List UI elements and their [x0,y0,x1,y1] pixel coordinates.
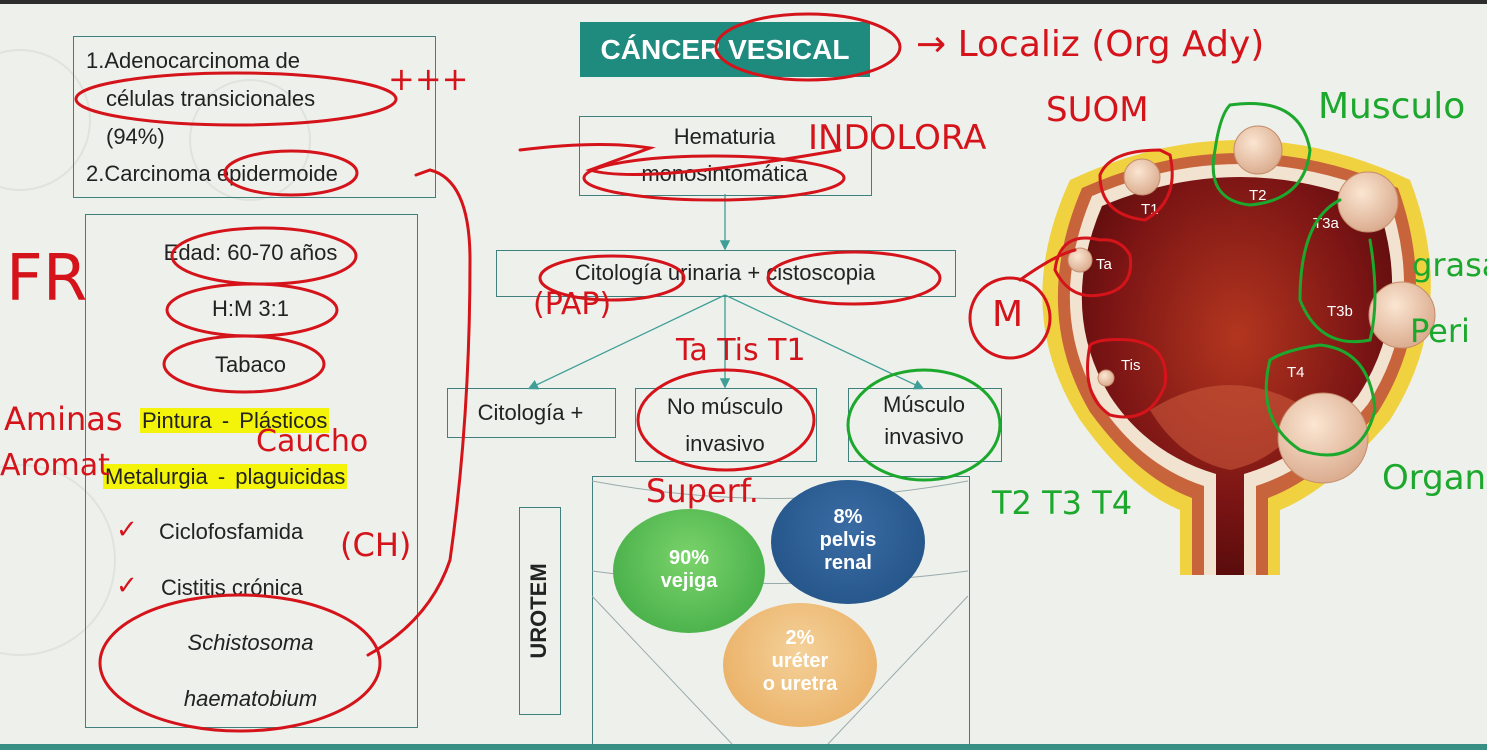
pelvis-bubble: 8% pelvis renal [771,480,925,604]
types-line-4: 2.Carcinoma epidermoide [86,161,338,186]
risk-metal-pesticides: Metalurgia - plaguicidas [103,464,348,490]
risk-pesticides: plaguicidas [233,464,348,489]
vejiga-label: vejiga [660,570,718,592]
types-line-3: (94%) [106,124,165,149]
annotation-pap: (PAP) [533,287,612,322]
stage-label-t3b: T3b [1327,303,1353,320]
stage-label-t4: T4 [1287,364,1305,381]
vejiga-pct: 90% [668,547,710,569]
non-muscle-line-2: invasivo [685,431,765,456]
types-box [73,36,436,198]
stage-label-t2: T2 [1249,187,1267,204]
annotation-musculo: Musculo [1318,86,1466,127]
stage-label-tis: Tis [1121,357,1141,374]
muscle-line-1: Músculo [883,392,965,417]
annotation-organ: Organ [1382,458,1487,498]
risk-paint: Pintura [140,408,214,433]
cytology-text: Citología urinaria + cistoscopia [574,260,876,285]
urotem-label-box [519,507,561,715]
pelvis-pct: 8% [833,506,863,528]
risk-schistosoma-1: Schistosoma [187,630,314,655]
annotation-grasa: grasa [1412,246,1487,284]
annotation-superficial: Superf. [646,472,759,510]
annotation-caucho: Caucho [256,424,369,459]
bottom-border [0,744,1487,750]
risk-dash-1: - [213,408,238,433]
cytology-positive-text: Citología + [477,400,584,425]
annotation-fr: FR [6,242,88,316]
risk-factors-box [85,214,418,728]
ureter-label-1: uréter [771,650,829,672]
non-muscle-line-1: No músculo [666,394,784,419]
risk-schistosoma-2: haematobium [183,686,318,711]
bladder-illustration [1042,125,1436,575]
risk-plastics: Plásticos [237,408,330,433]
risk-ratio: H:M 3:1 [211,296,290,321]
risk-paint-plastics: Pintura - Plásticos [140,408,330,434]
pelvis-label-1: pelvis [819,529,877,551]
ureter-label-2: o uretra [762,673,838,695]
annotation-ch: (CH) [340,526,412,564]
annotation-plus: +++ [388,60,469,98]
types-line-1: 1.Adenocarcinoma de [86,48,301,73]
risk-tobacco: Tabaco [215,352,286,377]
ureter-bubble: 2% uréter o uretra [723,603,877,727]
annotation-t2-t3-t4: T2 T3 T4 [992,484,1133,522]
annotation-indolora: INDOLORA [808,118,987,158]
annotation-peri: Peri [1410,312,1470,350]
check-icon: ✓ [116,571,138,601]
muscle-line-2: invasivo [884,424,964,449]
stage-label-ta: Ta [1096,256,1112,273]
check-icon: ✓ [116,515,138,545]
annotation-aminas: Aminas [4,400,123,438]
top-border [0,0,1487,4]
risk-age: Edad: 60-70 años [163,240,338,265]
annotation-aromat: Aromat [0,448,110,483]
risk-dash-2: - [209,464,234,489]
risk-metal: Metalurgia [103,464,210,489]
annotation-m: M [992,294,1024,335]
hematuria-line-1: Hematuria [673,124,776,149]
types-line-2: células transicionales [106,86,316,111]
risk-cyclophosphamide: Ciclofosfamida [159,519,304,544]
ureter-pct: 2% [785,627,815,649]
annotation-ta-tis-t1: Ta Tis T1 [676,333,806,368]
vejiga-bubble: 90% vejiga [613,509,765,633]
annotation-suom: SUOM [1046,90,1149,130]
pelvis-label-2: renal [824,552,872,574]
annotation-localization: → Localiz (Org Ady) [916,24,1265,65]
